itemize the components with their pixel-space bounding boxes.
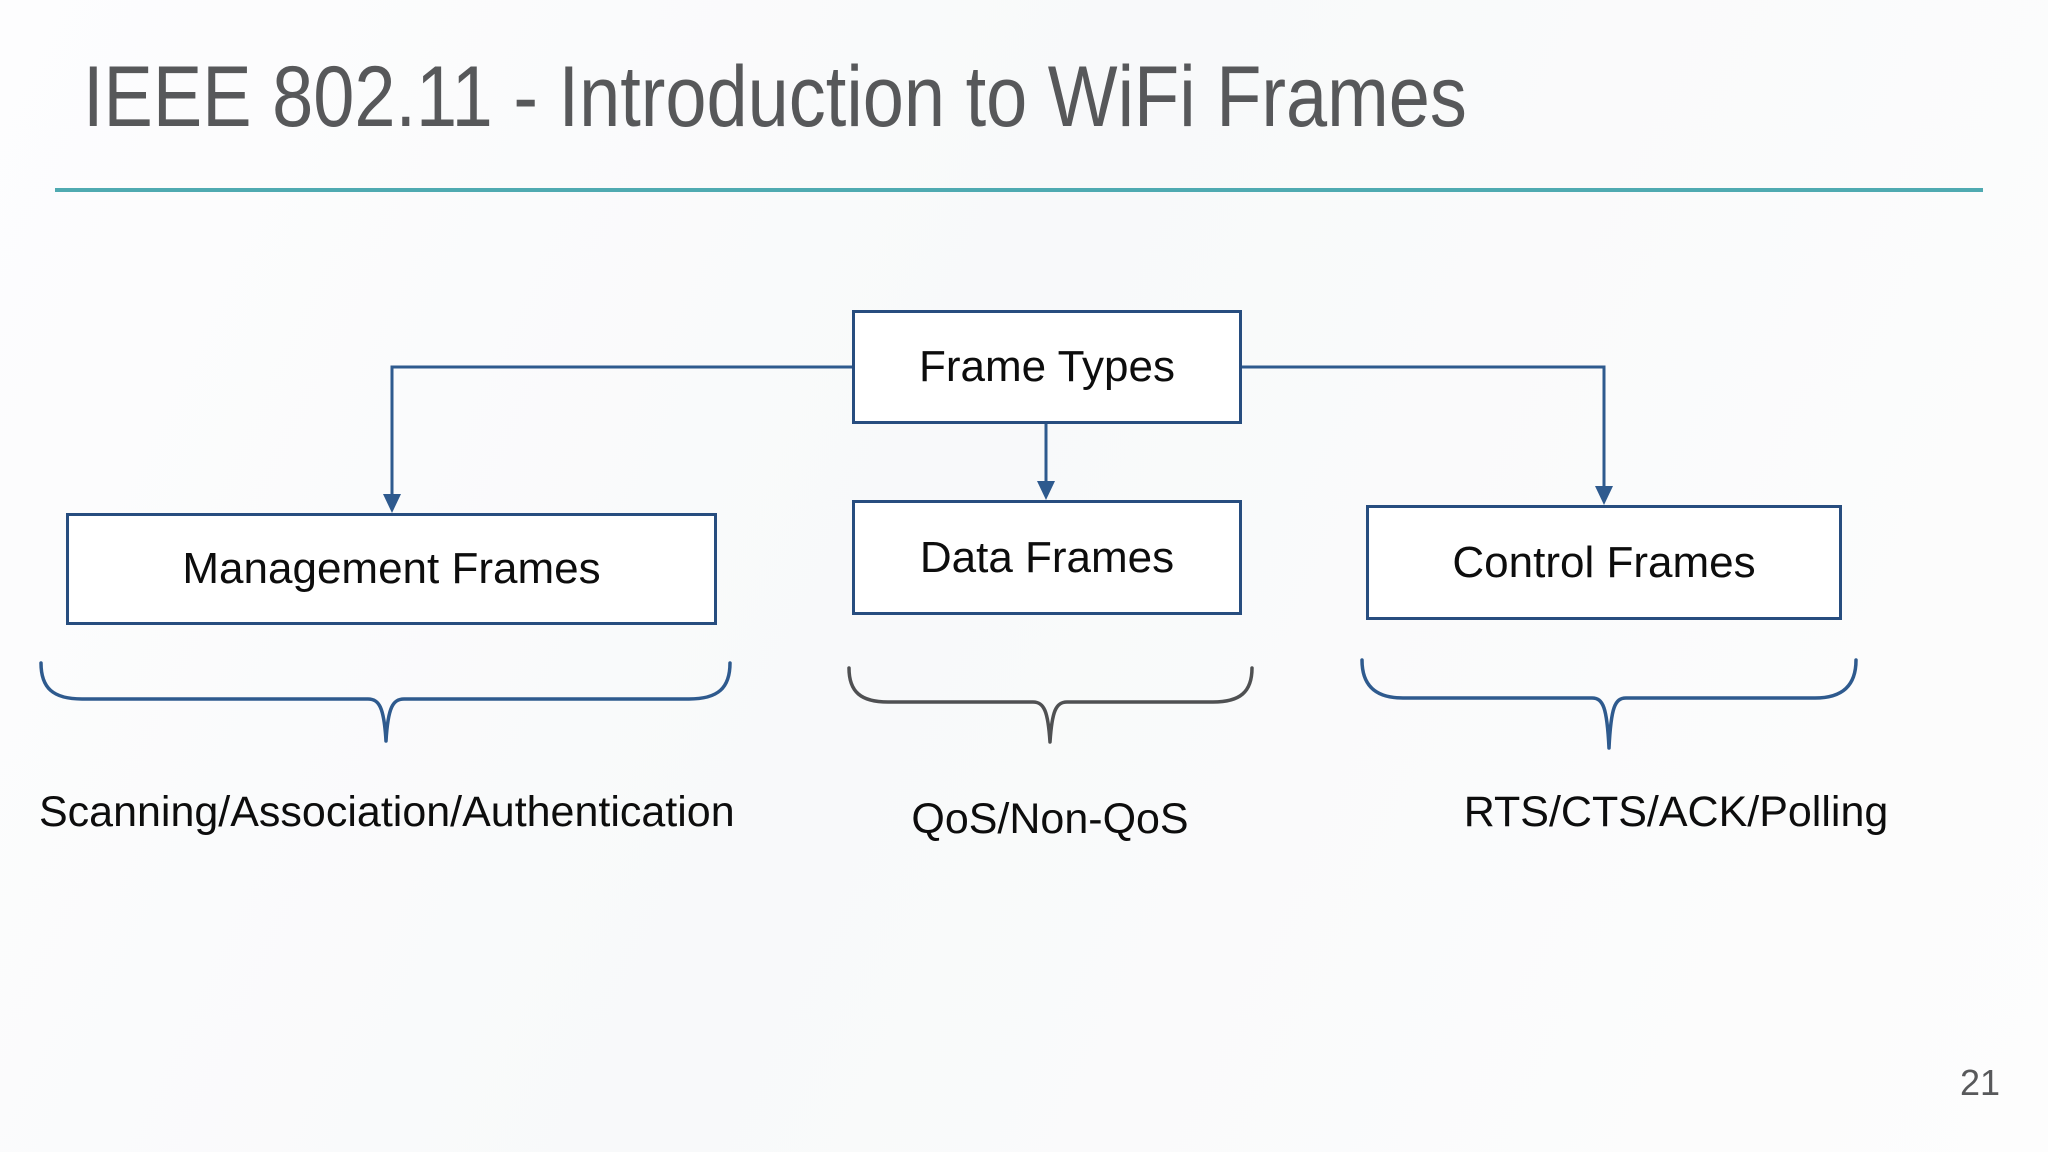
node-control-frames-label: Control Frames — [1452, 537, 1756, 587]
page-number: 21 — [1959, 1062, 2000, 1103]
caption-data-frames: QoS/Non-QoS — [911, 795, 1189, 843]
node-frame-types-label: Frame Types — [919, 342, 1175, 391]
caption-management-frames: Scanning/Association/Authentication — [39, 788, 735, 836]
node-frame-types: Frame Types — [852, 310, 1242, 424]
arrowhead-data — [1037, 481, 1055, 500]
node-data-frames: Data Frames — [852, 500, 1242, 615]
brace-control — [1360, 658, 1858, 750]
brace-management — [39, 661, 732, 743]
node-control-frames: Control Frames — [1366, 505, 1842, 620]
title-divider — [55, 188, 1983, 192]
node-management-frames: Management Frames — [66, 513, 717, 625]
node-data-frames-label: Data Frames — [919, 532, 1175, 582]
connector-root-to-management — [390, 365, 852, 496]
arrowhead-control — [1595, 486, 1613, 505]
node-management-frames-label: Management Frames — [182, 544, 601, 593]
connector-root-to-control — [1241, 365, 1606, 488]
caption-control-frames: RTS/CTS/ACK/Polling — [1463, 788, 1889, 836]
arrowhead-management — [383, 494, 401, 513]
slide-title: IEEE 802.11 - Introduction to WiFi Frame… — [83, 49, 1467, 145]
brace-data — [847, 666, 1254, 744]
